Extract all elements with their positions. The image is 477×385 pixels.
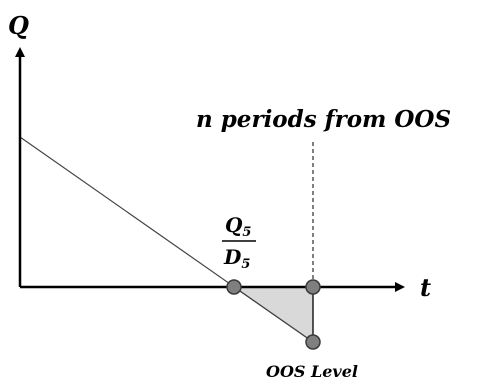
stockout-point-marker — [226, 279, 242, 295]
x-axis-label: t — [420, 273, 431, 302]
y-axis-label: Q — [8, 11, 29, 40]
n-periods-label: n periods from OOS — [196, 106, 451, 133]
fraction-numerator: Q5 — [225, 213, 251, 240]
fraction-numerator-subscript: 5 — [242, 225, 251, 240]
oos-axis-point-marker — [305, 279, 321, 295]
fraction-denominator-subscript: 5 — [241, 257, 250, 272]
depletion-line — [19, 136, 314, 343]
oos-level-label: OOS Level — [266, 362, 358, 381]
fraction-denominator: D5 — [223, 245, 250, 272]
oos-level-point-marker — [305, 334, 321, 350]
